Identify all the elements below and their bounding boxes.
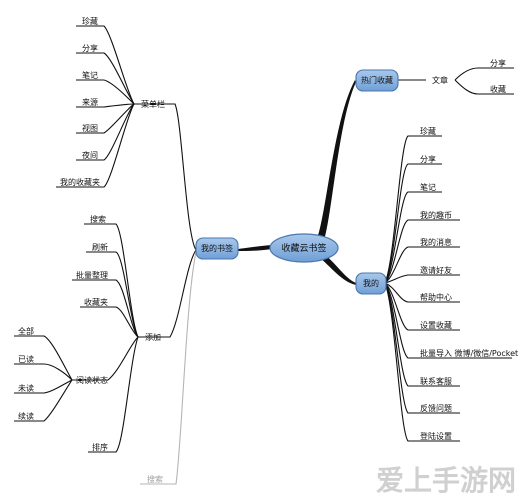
connector-add-leaf-4 xyxy=(80,306,139,338)
connector-left-add xyxy=(138,249,197,338)
connector-mine-leaf-3 xyxy=(384,191,442,284)
connector-center-top xyxy=(316,80,356,246)
mine-item: 帮助中心 xyxy=(420,292,452,302)
connector-mine-leaf-2 xyxy=(384,163,442,284)
mine-item: 反馈问题 xyxy=(420,403,452,413)
article-label: 文章 xyxy=(432,75,448,85)
menubar-item: 我的收藏夹 xyxy=(60,177,100,187)
connector-mine-leaf-5 xyxy=(384,246,460,284)
add-item: 收藏夹 xyxy=(84,297,108,307)
center-node: 收藏云书签 xyxy=(269,233,339,263)
mine-item: 设置收藏 xyxy=(420,320,452,330)
connector-center-left xyxy=(238,245,272,251)
connector-add-sort xyxy=(88,336,139,453)
connector-menubar-leaf-1 xyxy=(76,25,135,105)
mine-item: 珍藏 xyxy=(420,126,436,136)
connector-mine-leaf-6 xyxy=(384,274,460,284)
connector-readstatus-leaf-3 xyxy=(14,379,73,394)
connector-mine-leaf-12 xyxy=(384,282,460,442)
connector-menubar-leaf-6 xyxy=(76,103,135,161)
connector-add-leaf-2 xyxy=(86,251,139,338)
search-gray-item: 搜索 xyxy=(147,474,163,484)
connector-menubar-leaf-7 xyxy=(56,103,135,188)
connector-left-menubar xyxy=(134,103,197,251)
left-main-node-label: 我的书签 xyxy=(201,243,233,253)
mine-item: 联系客服 xyxy=(420,376,452,386)
mine-item: 登陆设置 xyxy=(420,431,452,441)
menubar-label: 菜单栏 xyxy=(141,99,165,109)
connector-article-leaf-1 xyxy=(454,67,514,81)
add-label: 添加 xyxy=(145,332,161,342)
mine-item: 邀请好友 xyxy=(420,265,452,275)
left-main-node: 我的书签 xyxy=(195,237,239,260)
add-item: 批量整理 xyxy=(76,270,108,280)
article-item: 收藏 xyxy=(490,84,506,94)
connector-left-search-gray xyxy=(140,251,197,485)
menubar-item: 笔记 xyxy=(82,70,98,80)
center-node-label: 收藏云书签 xyxy=(281,242,326,254)
connector-mine-leaf-9 xyxy=(384,282,512,359)
connector-mine-leaf-4 xyxy=(384,219,460,284)
connector-mine-leaf-7 xyxy=(384,282,460,303)
menubar-item: 夜间 xyxy=(82,150,98,160)
mine-item: 分享 xyxy=(420,154,436,164)
readstatus-item: 未读 xyxy=(18,383,34,393)
readstatus-label: 阅读状态 xyxy=(76,375,108,385)
connector-add-readstatus xyxy=(72,336,139,381)
connector-add-leaf-3 xyxy=(72,279,139,338)
connector-menubar-leaf-3 xyxy=(76,79,135,105)
menubar-item: 分享 xyxy=(82,43,98,53)
mine-item: 我的趣币 xyxy=(420,210,452,220)
mine-item: 笔记 xyxy=(420,182,436,192)
watermark-text: 爱上手游网 xyxy=(376,464,516,497)
menubar-item: 珍藏 xyxy=(82,16,98,26)
article-item: 分享 xyxy=(490,58,506,68)
mine-item: 批量导入 微博/微信/Pocket xyxy=(420,348,518,358)
connector-article-leaf-2 xyxy=(454,79,514,95)
menubar-item: 来源 xyxy=(82,98,98,107)
connector-mine-leaf-8 xyxy=(384,282,460,331)
mine-node: 我的 xyxy=(355,272,387,295)
add-item: 刷新 xyxy=(92,242,108,252)
mine-item: 我的消息 xyxy=(420,237,452,247)
connector-center-bottom xyxy=(318,251,356,285)
readstatus-item: 续读 xyxy=(18,411,34,421)
connector-menubar-leaf-4 xyxy=(76,103,135,108)
readstatus-item: 已读 xyxy=(18,354,34,364)
mine-node-label: 我的 xyxy=(363,278,379,288)
add-item: 搜索 xyxy=(90,214,106,224)
menubar-item: 视图 xyxy=(82,123,98,133)
readstatus-item: 全部 xyxy=(18,326,34,336)
connector-readstatus-leaf-2 xyxy=(14,363,73,381)
connector-readstatus-leaf-1 xyxy=(14,335,73,381)
connector-menubar-leaf-5 xyxy=(76,103,135,134)
connector-readstatus-leaf-4 xyxy=(14,379,73,422)
add-item: 排序 xyxy=(92,442,108,452)
hot-node-label: 热门收藏 xyxy=(361,75,393,85)
connector-menubar-leaf-2 xyxy=(76,52,135,105)
hot-node: 热门收藏 xyxy=(355,69,399,92)
